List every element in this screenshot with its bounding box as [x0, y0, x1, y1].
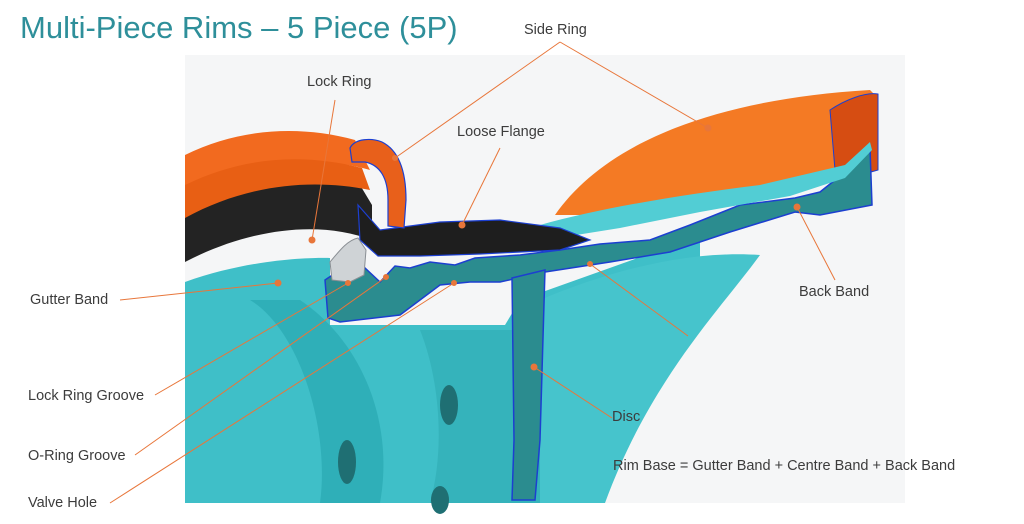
label-o-ring-groove: O-Ring Groove [28, 448, 126, 464]
bolt-hole [338, 440, 356, 484]
label-back-band: Back Band [799, 284, 870, 300]
tyre-orange-band-2 [185, 159, 370, 218]
callout-dot [458, 221, 466, 229]
page-title: Multi-Piece Rims – 5 Piece (5P) [20, 10, 458, 45]
callout-line-back-band [796, 206, 836, 281]
callout-line-gutter-band [119, 282, 279, 301]
callout-dot [587, 261, 593, 267]
lock-ring-section [329, 237, 367, 283]
callout-dot [530, 363, 538, 371]
callout-line-side-ring-2 [559, 41, 709, 129]
callout-line-rim-centre [589, 263, 689, 337]
callout-dot [308, 236, 316, 244]
side-ring-section [349, 138, 407, 229]
callout-line-side-ring [394, 41, 561, 159]
label-side-ring: Side Ring [524, 22, 587, 38]
rim-base-top [540, 142, 872, 240]
callout-line-disc [533, 366, 613, 419]
callout-line-o-ring-groove [134, 276, 387, 456]
callout-line-lock-ring-groove [154, 282, 349, 396]
callout-line-loose-flange [461, 147, 501, 226]
label-disc: Disc [612, 409, 641, 425]
callout-dot [345, 280, 351, 286]
loose-flange-section [357, 203, 592, 257]
callout-dot [704, 124, 712, 132]
callout-dot [274, 279, 282, 287]
bolt-hole [431, 486, 449, 514]
rim-base-section [324, 146, 873, 323]
rim-face-right [540, 254, 760, 503]
rim-face-inner [420, 330, 540, 503]
label-loose-flange: Loose Flange [457, 124, 545, 140]
rim-base-formula: Rim Base = Gutter Band + Centre Band + B… [613, 458, 956, 474]
label-lock-ring-groove: Lock Ring Groove [28, 388, 145, 404]
label-valve-hole: Valve Hole [28, 495, 98, 511]
callout-dot [392, 155, 398, 161]
callout-dot [451, 280, 457, 286]
bolt-hole [440, 385, 458, 425]
disc-section [511, 269, 546, 501]
label-lock-ring: Lock Ring [307, 74, 372, 90]
callout-dot [383, 274, 389, 280]
callout-line-valve-hole [109, 282, 455, 504]
label-gutter-band: Gutter Band [30, 292, 109, 308]
callout-dot [793, 203, 801, 211]
tyre-orange-right [555, 90, 878, 215]
callout-line-lock-ring [311, 99, 336, 241]
tyre-orange-band [185, 131, 370, 200]
